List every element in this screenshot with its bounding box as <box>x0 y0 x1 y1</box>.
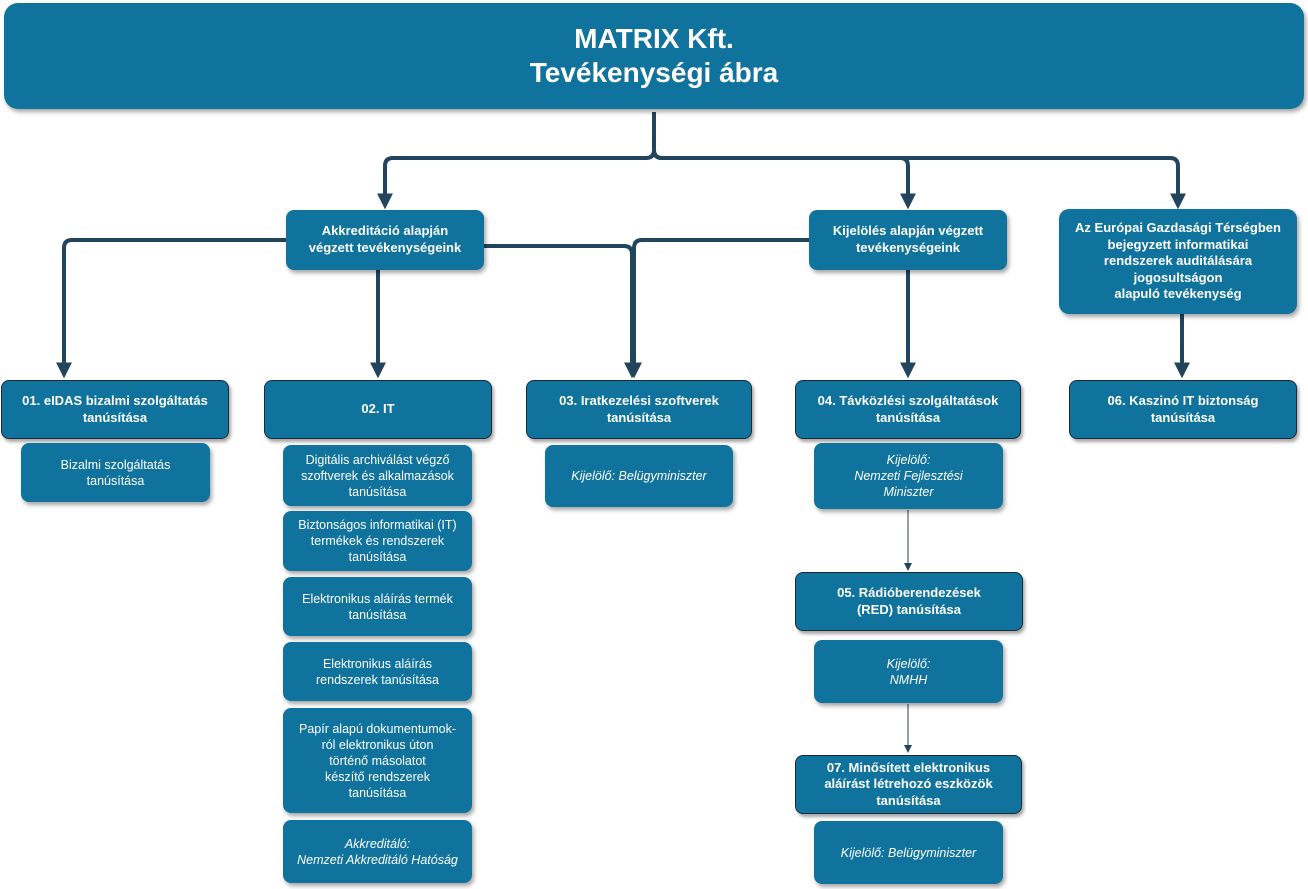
detail-it-esignature-product: Elektronikus aláírás termék tanúsítása <box>283 577 472 636</box>
detail-it-paper-to-electronic-copy: Papír alapú dokumentumok- ról elektronik… <box>283 708 472 813</box>
connector-header-to-accreditation <box>377 112 656 210</box>
unit-07-qualified-signature-devices: 07. Minősített elektronikus aláírást lét… <box>795 755 1022 814</box>
detail-it-esignature-systems: Elektronikus aláírás rendszerek tanúsítá… <box>283 642 472 701</box>
category-eea: Az Európai Gazdasági Térségben bejegyzet… <box>1059 209 1297 314</box>
detail-03-designator: Kijelölő: Belügyminiszter <box>545 445 733 507</box>
unit-06-casino-it: 06. Kaszinó IT biztonság tanúsítása <box>1069 380 1297 439</box>
connector-accreditation-to-03 <box>484 244 640 379</box>
unit-05-radio-equipment: 05. Rádióberendezések (RED) tanúsítása <box>795 572 1023 631</box>
connector-header-to-eea <box>652 112 1186 210</box>
connector-designation-to-03 <box>626 238 810 379</box>
connector-accreditation-to-01 <box>56 238 288 379</box>
header-company-name: MATRIX Kft. <box>574 22 734 54</box>
detail-it-digital-archiving: Digitális archiválást végző szoftverek é… <box>283 445 472 506</box>
detail-04-designator: Kijelölő: Nemzeti Fejlesztési Miniszter <box>814 443 1003 509</box>
unit-04-telecom: 04. Távközlési szolgáltatások tanúsítása <box>795 380 1021 439</box>
unit-02-it: 02. IT <box>264 380 492 439</box>
detail-05-designator: Kijelölő: NMHH <box>814 640 1003 703</box>
detail-it-secure-products: Biztonságos informatikai (IT) termékek é… <box>283 511 472 571</box>
category-designation: Kijelölés alapján végzett tevékenységein… <box>809 210 1007 270</box>
detail-it-accreditor: Akkreditáló: Nemzeti Akkreditáló Hatóság <box>283 820 472 883</box>
unit-03-records-software: 03. Iratkezelési szoftverek tanúsítása <box>526 380 752 439</box>
category-accreditation: Akkreditáció alapján végzett tevékenység… <box>286 210 484 270</box>
unit-01-eidas: 01. eIDAS bizalmi szolgáltatás tanúsítás… <box>1 380 229 439</box>
header-diagram-title: Tevékenységi ábra <box>529 57 779 88</box>
detail-07-designator: Kijelölő: Belügyminiszter <box>814 821 1003 884</box>
detail-trust-service-certification: Bizalmi szolgáltatás tanúsítása <box>21 443 210 502</box>
header-box: MATRIX Kft. Tevékenységi ábra <box>4 3 1304 109</box>
